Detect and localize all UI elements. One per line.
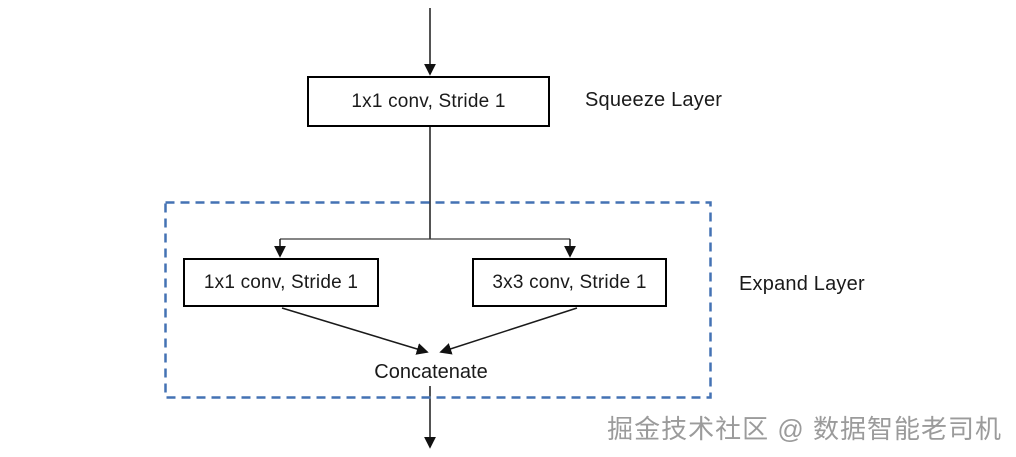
expand-1x1-conv-box: 1x1 conv, Stride 1 bbox=[183, 258, 379, 307]
squeeze-conv-box-label: 1x1 conv, Stride 1 bbox=[351, 90, 506, 112]
squeeze-layer-label: Squeeze Layer bbox=[585, 89, 723, 111]
expand-layer-label: Expand Layer bbox=[739, 273, 865, 295]
expand-1x1-conv-box-label: 1x1 conv, Stride 1 bbox=[203, 271, 359, 293]
expand-3x3-conv-box: 3x3 conv, Stride 1 bbox=[472, 258, 667, 307]
expand-layer-group-border bbox=[164, 201, 712, 399]
concatenate-label: Concatenate bbox=[374, 361, 488, 383]
concat-arrow-left bbox=[281, 307, 429, 355]
squeeze-conv-box: 1x1 conv, Stride 1 bbox=[307, 76, 550, 127]
concat-arrow-right bbox=[439, 307, 578, 355]
expand-3x3-conv-box-label: 3x3 conv, Stride 1 bbox=[492, 271, 647, 293]
watermark-text: 掘金技术社区 @ 数据智能老司机 bbox=[607, 414, 1002, 444]
